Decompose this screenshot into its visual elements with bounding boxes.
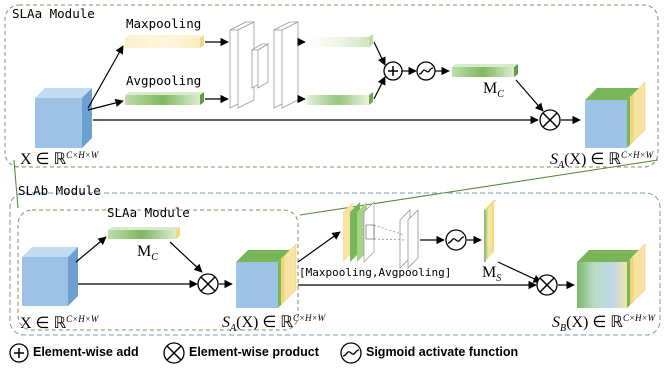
slaa-module-title: SLAa Module	[12, 6, 95, 21]
arrow-to-maxpool	[87, 45, 124, 109]
input-label-bottom: X ∈ ℝC×H×W	[20, 314, 99, 332]
mlp-out-max	[307, 37, 369, 47]
plus-circle-icon	[383, 61, 403, 81]
input-label-top: X ∈ ℝC×H×W	[20, 150, 99, 168]
sa-cube	[236, 243, 297, 308]
legend-sigmoid-label: Sigmoid activate function	[366, 345, 519, 359]
slaa-module-frame	[4, 4, 659, 168]
maxpool-bar	[125, 38, 200, 48]
times-circle-icon	[539, 109, 561, 131]
sigmoid-icon	[340, 342, 362, 364]
spatial-pooling-maps	[343, 201, 419, 269]
slab-inner-slaa-frame	[17, 209, 299, 331]
arrow-to-avgpool	[87, 98, 124, 111]
inner-slaa-title: SLAa Module	[107, 205, 190, 220]
mc-bar-bottom	[108, 230, 176, 239]
shared-mlp	[229, 21, 299, 109]
times-circle-icon	[536, 274, 558, 296]
sigmoid-icon	[445, 229, 467, 251]
slab-module-title: SLAb Module	[18, 183, 101, 198]
ms-bar	[484, 200, 496, 262]
slab-module-frame	[9, 192, 661, 336]
ms-label: MS	[482, 264, 502, 284]
mc-bar	[452, 67, 514, 77]
avgpool-bar	[125, 95, 200, 105]
legend-product-label: Element-wise product	[189, 345, 319, 359]
spatial-pooling-label: [Maxpooling,Avgpooling]	[299, 266, 452, 279]
mc-label-bottom: MC	[137, 243, 158, 263]
plus-circle-icon	[9, 343, 29, 363]
sa-output-label-top: SA(X) ∈ ℝC×H×W	[550, 150, 654, 171]
zoom-connector-left	[13, 159, 19, 209]
mc-label-top: MC	[483, 80, 504, 100]
avgpooling-label: Avgpooling	[126, 73, 202, 88]
times-circle-icon	[163, 342, 185, 364]
output-cube-top	[585, 81, 646, 148]
mlp-out-avg	[307, 95, 369, 105]
input-cube-top	[35, 88, 92, 148]
sa-label-bottom: SA(X) ∈ ℝC×H×W	[222, 313, 326, 334]
maxpooling-label: Maxpooling	[126, 16, 202, 31]
sb-cube	[577, 243, 646, 308]
times-circle-icon	[197, 273, 219, 295]
sigmoid-icon	[416, 61, 436, 81]
legend-add-label: Element-wise add	[33, 345, 139, 359]
input-cube-bottom	[22, 247, 78, 306]
sb-output-label: SB(X) ∈ ℝC×H×W	[552, 313, 656, 334]
